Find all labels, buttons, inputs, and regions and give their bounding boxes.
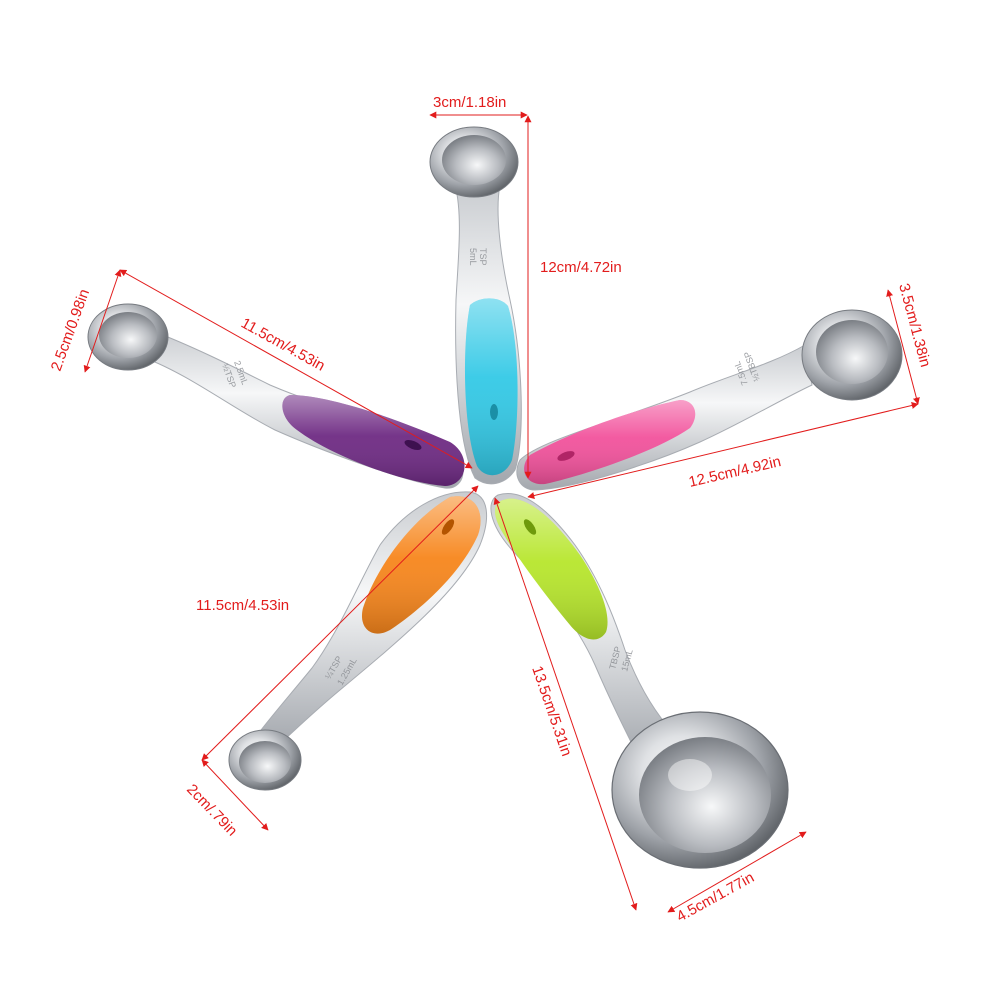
dim-label-bottom-left-bowl-visible: 2cm/.79in <box>183 781 240 840</box>
dim-line-right-bowl <box>886 289 920 405</box>
dim-label-right-length: 12.5cm/4.92in <box>687 453 783 491</box>
spoon-left-bowl <box>87 303 169 371</box>
dim-label-bottom-right-bowl: 4.5cm/1.77in <box>674 869 757 926</box>
dim-line-bottom-right-length <box>493 497 638 911</box>
dim-label-top-length: 12cm/4.72in <box>540 259 622 276</box>
spoon-top-engraving-1: TSP <box>478 248 488 266</box>
dim-line-bottom-left-length <box>201 485 479 761</box>
spoon-right-bowl <box>801 309 903 401</box>
dim-line-right-length <box>527 402 919 499</box>
spoon-top-hang-hole <box>490 404 498 420</box>
spoon-bottom-right-bowl <box>611 711 789 869</box>
dim-line-left-length <box>119 269 473 469</box>
spoon-top-engraving-2: 5mL <box>468 248 478 266</box>
spoon-bottom-left-bowl <box>228 729 302 791</box>
dim-label-left-length: 11.5cm/4.53in <box>238 315 328 375</box>
dim-label-bottom-left-length: 11.5cm/4.53in <box>196 597 289 614</box>
dim-line-bottom-right-bowl <box>667 831 807 913</box>
dim-line-left-bowl <box>83 269 122 373</box>
spoon-top-bowl <box>429 126 519 198</box>
dim-line-bottom-left-bowl <box>201 759 269 831</box>
dim-label-top-bowl: 3cm/1.18in <box>433 94 506 111</box>
spoon-bottom-left: ¼TSP 1.25mL <box>228 491 488 791</box>
spoon-right: ½TBSP 7.5mL <box>516 309 903 491</box>
dim-label-left-bowl: 2.5cm/0.98in <box>48 287 93 374</box>
spoon-top: TSP 5mL <box>429 126 522 485</box>
